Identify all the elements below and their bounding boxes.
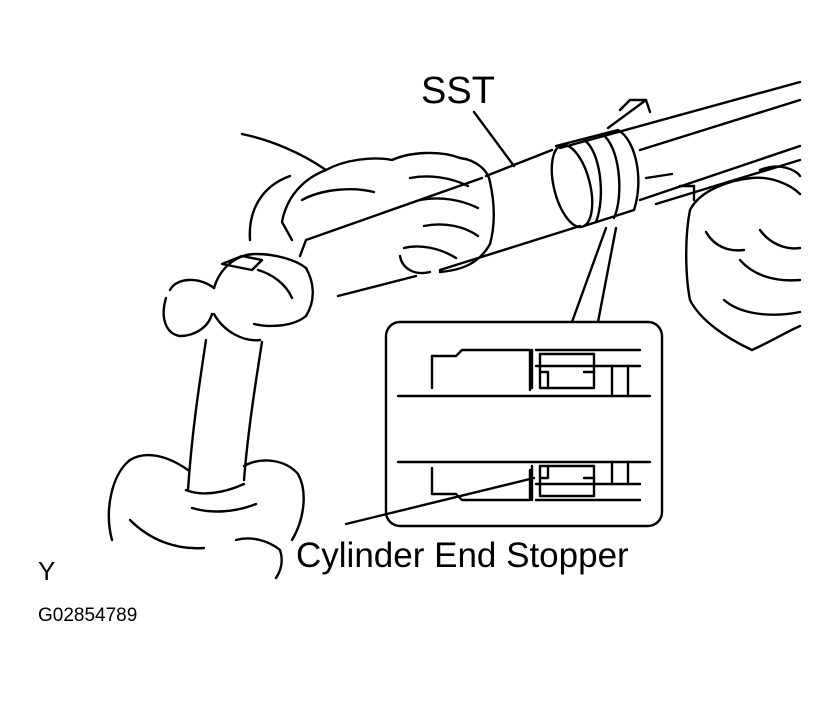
sst-leader-line xyxy=(472,110,516,168)
hammer-hand xyxy=(107,453,305,580)
hammer xyxy=(162,252,314,492)
left-hand xyxy=(240,132,495,275)
view-letter: Y xyxy=(38,556,56,586)
sst-tool xyxy=(298,128,640,298)
sst-label: SST xyxy=(421,70,495,112)
figure-code: G02854789 xyxy=(38,605,138,626)
right-hand xyxy=(685,165,802,352)
stopper-leader-line xyxy=(344,476,536,526)
cylinder-end-stopper-label: Cylinder End Stopper xyxy=(296,536,629,575)
column-housing xyxy=(558,80,802,206)
